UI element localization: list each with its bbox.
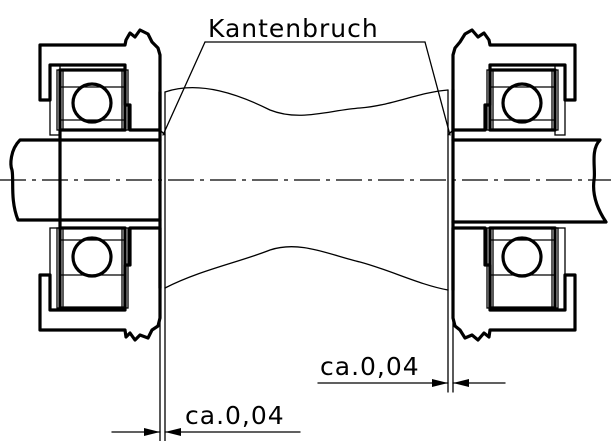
right-housing-bottom [451,226,577,342]
left-housing-bottom [38,226,162,342]
right-clearance-label: ca.0,04 [320,352,420,381]
left-housing-top [38,28,162,132]
ball-icon [71,82,113,124]
right-housing-top [451,28,577,132]
ball-icon [501,236,543,278]
right-bearing-top [486,64,566,136]
edge-break-annotation: Kantenbruch [162,14,451,136]
left-bearing-top [49,64,129,136]
left-clearance-dimension: ca.0,04 [111,287,301,441]
arrow-left-icon [453,379,469,387]
arrow-right-icon [144,428,160,436]
arrow-right-icon [432,379,448,387]
roller-body [158,87,455,292]
arrow-left-icon [165,428,181,436]
right-bearing-bottom [486,226,566,311]
left-bearing-bottom [49,226,129,311]
ball-icon [71,236,113,278]
ball-icon [501,82,543,124]
edge-break-label: Kantenbruch [208,14,379,43]
right-clearance-dimension: ca.0,04 [317,289,506,393]
left-clearance-label: ca.0,04 [185,401,285,430]
